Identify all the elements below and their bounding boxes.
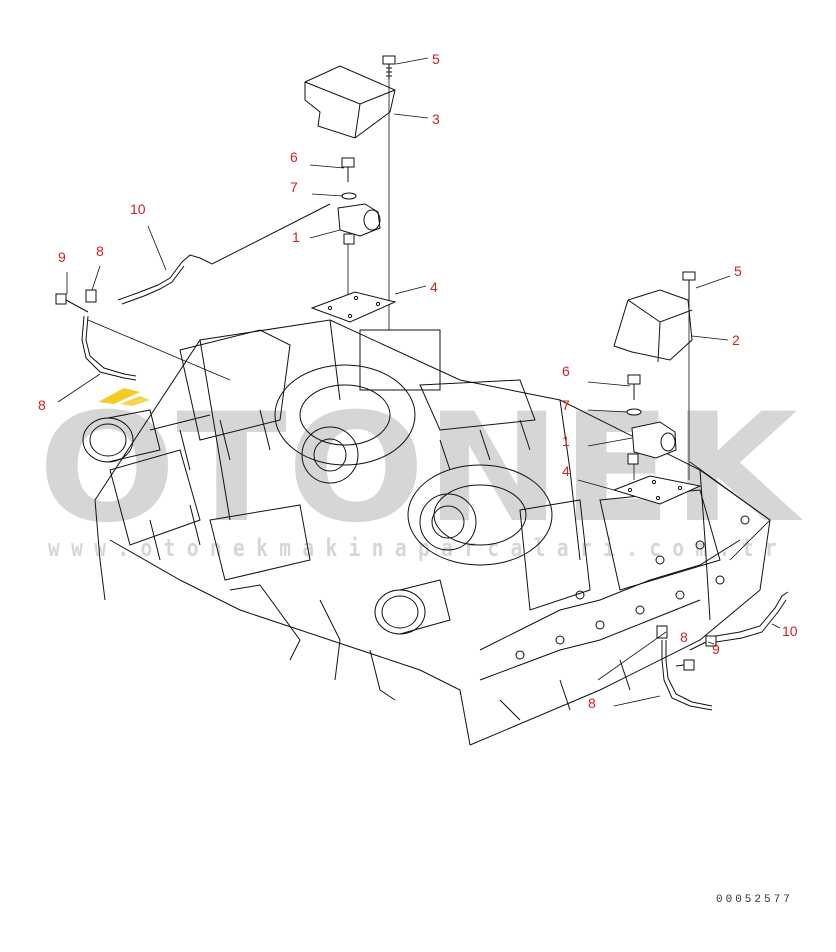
cable-part-8a: [81, 315, 137, 381]
callout-8d: 8: [588, 695, 596, 711]
washer-part-7b: [626, 408, 642, 416]
bracket-part-2: [613, 289, 693, 361]
callout-2: 2: [732, 332, 740, 348]
callout-9b: 9: [712, 641, 720, 657]
relay-part-1a: [337, 203, 381, 245]
connector-part-8a: [85, 289, 97, 303]
bolt-part-9a: [55, 293, 89, 313]
callout-leaders: [57, 57, 781, 707]
callout-4b: 4: [562, 463, 570, 479]
part-group-upper: [55, 55, 397, 381]
callout-5a: 5: [432, 51, 440, 67]
callout-9a: 9: [58, 249, 66, 265]
bracket-part-3: [304, 65, 396, 139]
bolt-part-6a: [341, 157, 355, 182]
callout-1a: 1: [292, 229, 300, 245]
bolt-part-9b: [689, 635, 717, 651]
callout-10a: 10: [130, 201, 146, 217]
watermark-url: www.otonekmakinaparcalari.com.tr: [48, 534, 788, 562]
callout-8b: 8: [38, 397, 46, 413]
part-group-right: [612, 271, 789, 711]
watermark-accent-mark: [98, 388, 140, 404]
plate-part-4b: [612, 475, 702, 505]
cable-part-8c: [661, 640, 713, 711]
watermark: OTONEK www.otonekmakinaparcalari.com.tr: [38, 382, 803, 562]
callout-5b: 5: [734, 263, 742, 279]
harness-part-10a: [117, 203, 331, 301]
harness-part-10b: [715, 591, 789, 637]
plate-part-4a: [310, 291, 397, 323]
callout-10b: 10: [782, 623, 798, 639]
callout-6a: 6: [290, 149, 298, 165]
document-number: 00052577: [716, 894, 793, 906]
callout-1b: 1: [562, 433, 570, 449]
bolt-part-6b: [627, 374, 641, 400]
engine-line-art: [82, 319, 771, 746]
washer-part-7a: [341, 192, 357, 200]
callout-3: 3: [432, 111, 440, 127]
relay-part-1b: [627, 421, 677, 465]
callouts: 5 3 6 7 1 10 9 8 4 5 2 8 6 7 1 4 8 10 9 …: [38, 51, 798, 711]
bolt-part-5a: [382, 55, 396, 80]
callout-8c: 8: [680, 629, 688, 645]
callout-6b: 6: [562, 363, 570, 379]
callout-4a: 4: [430, 279, 438, 295]
watermark-accent-mark-2: [120, 396, 150, 406]
callout-7b: 7: [562, 397, 570, 413]
bolt-part-8d: [675, 659, 695, 671]
callout-8a: 8: [96, 243, 104, 259]
bolt-part-5b: [682, 271, 696, 300]
callout-7a: 7: [290, 179, 298, 195]
